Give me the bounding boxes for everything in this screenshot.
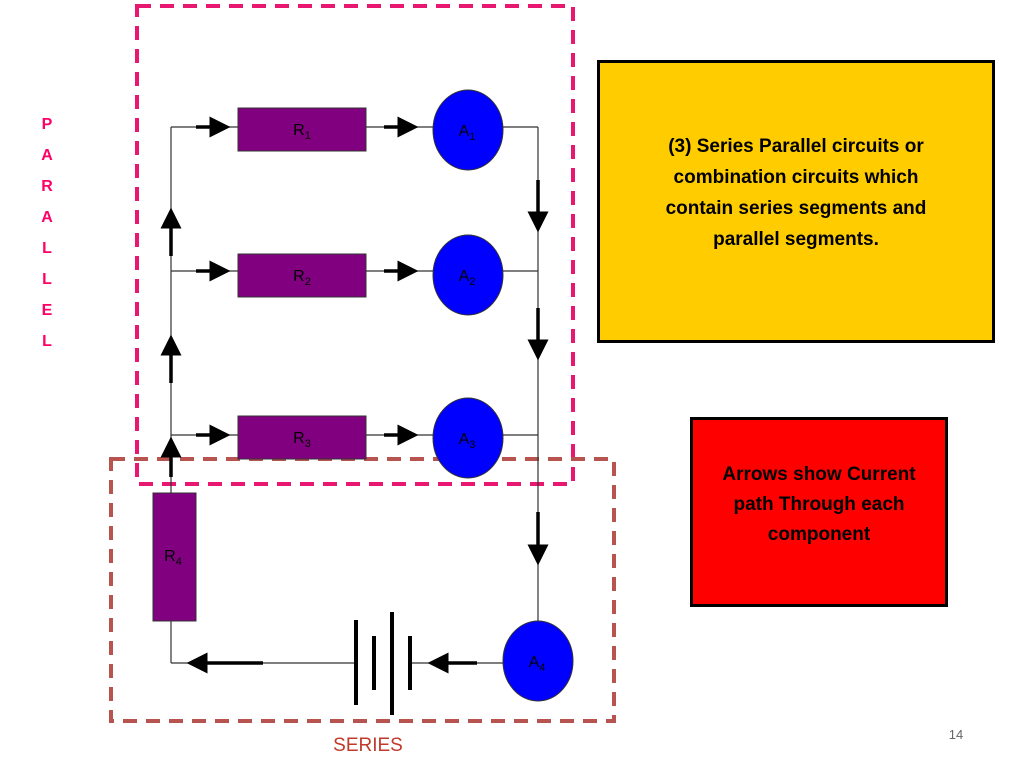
current-arrows [160,116,549,674]
series-section-border [109,457,616,723]
parallel-label-letter: A [41,209,53,226]
svg-text:A2: A2 [459,268,476,288]
svg-text:A4: A4 [529,654,546,674]
parallel-section-border [135,4,575,486]
page-number: 14 [948,727,964,742]
svg-text:A1: A1 [459,123,476,143]
note-text: Arrows show Current path Through each co… [722,464,916,545]
svg-text:R1: R1 [293,122,311,142]
ammeter-a2: A2 [432,234,504,316]
ammeter-a4: A4 [502,620,574,702]
parallel-label-letter: L [42,271,52,288]
resistor-r2: R2 [237,253,367,298]
svg-text:R4: R4 [164,548,182,568]
parallel-label-letter: L [42,240,52,257]
resistor-r4: R4 [152,492,197,622]
series-label: SERIES [333,735,403,756]
parallel-label-letter: L [42,333,52,350]
description-text: (3) Series Parallel circuits or combinat… [665,136,927,250]
ammeter-a1: A1 [432,89,504,171]
parallel-label-letter: P [41,116,53,133]
parallel-label-letter: E [41,302,53,319]
svg-text:A3: A3 [459,431,476,451]
battery-icon [354,612,412,715]
svg-text:R2: R2 [293,268,311,288]
parallel-label-letter: A [41,147,53,164]
parallel-label-letter: R [41,178,53,195]
ammeter-a3: A3 [432,397,504,479]
resistor-r1: R1 [237,107,367,152]
svg-text:R3: R3 [293,430,311,450]
wires [170,126,539,664]
resistor-r3: R3 [237,415,367,460]
description-box: (3) Series Parallel circuits or combinat… [597,60,995,343]
note-box: Arrows show Current path Through each co… [690,417,948,607]
